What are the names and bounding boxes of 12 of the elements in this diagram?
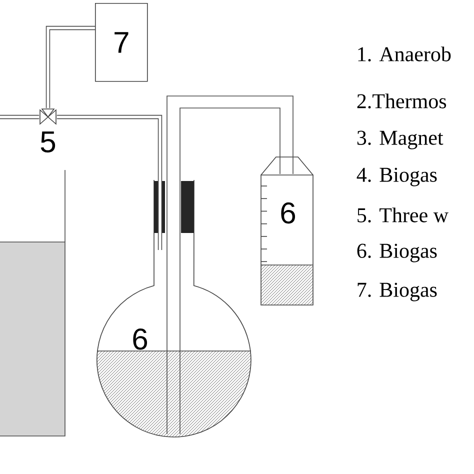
legend-item: 3. Magnet xyxy=(357,130,444,150)
node-label: 6 xyxy=(133,328,148,350)
cylinder-drawing: 6 xyxy=(260,156,314,306)
legend-item: 1. Anaerob xyxy=(358,46,451,62)
legend-item: 6. Biogas xyxy=(357,244,437,262)
device-box: 7 xyxy=(95,3,148,82)
legend-item: 4. Biogas xyxy=(356,168,437,186)
legend-item: 7. Biogas xyxy=(358,282,437,302)
flask-drawing: 6 xyxy=(96,180,252,438)
legend-item: 5. Three w xyxy=(358,208,448,222)
legend-item: 2.Thermos xyxy=(357,94,446,108)
valve-number: 5 xyxy=(40,132,56,152)
